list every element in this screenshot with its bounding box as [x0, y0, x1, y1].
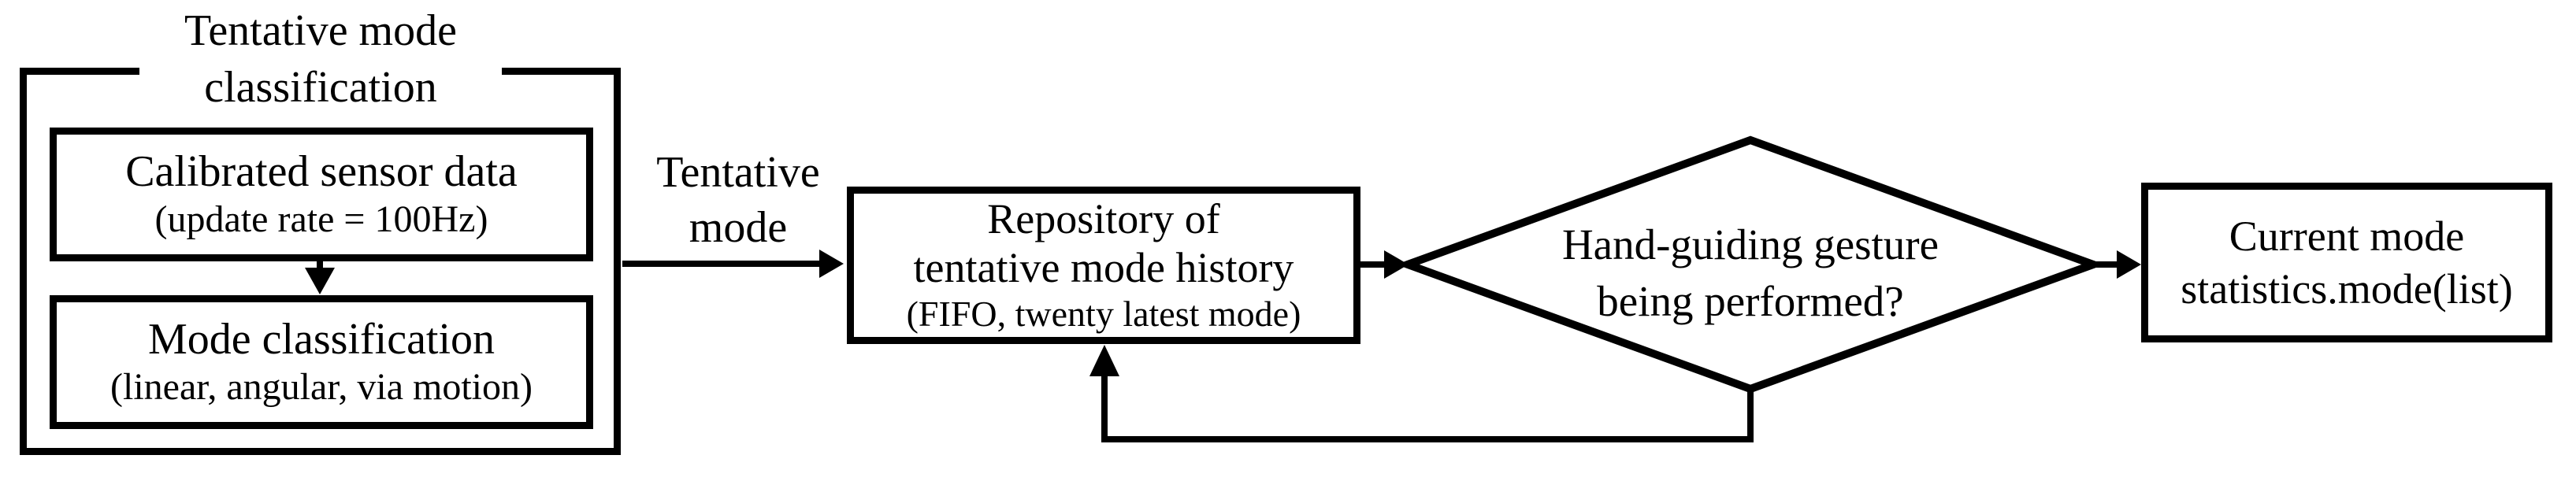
current-mode-box: Current mode statistics.mode(list): [2141, 183, 2552, 342]
repository-box-line1: Repository of: [987, 195, 1220, 242]
current-mode-box-line2: statistics.mode(list): [2181, 265, 2513, 313]
arrow-sensor-to-mode: [305, 260, 335, 294]
group-title-line1: Tentative mode: [184, 6, 457, 55]
mode-box-label: Mode classification: [147, 315, 496, 364]
group-title: Tentative mode classification: [139, 0, 502, 118]
sensor-box-label: Calibrated sensor data: [125, 147, 518, 196]
tentative-mode-arrow-label: Tentative mode: [638, 145, 838, 255]
arrow-group-to-repository: [622, 250, 844, 278]
decision-label-line1: Hand-guiding gesture: [1561, 220, 1939, 268]
arrow-decision-to-current: [2092, 250, 2141, 279]
feedback-loop-arrow: [1089, 345, 1754, 442]
decision-label-line2: being performed?: [1597, 277, 1904, 325]
sensor-box-sublabel: (update rate = 100Hz): [154, 198, 488, 240]
repository-box-line3: (FIFO, twenty latest mode): [906, 294, 1301, 334]
mode-classification-box: Mode classification (linear, angular, vi…: [50, 295, 593, 429]
decision-diamond-label: Hand-guiding gesture being performed?: [1514, 216, 1987, 330]
tentative-mode-arrow-label-line1: Tentative: [656, 148, 820, 197]
arrow-repository-to-decision: [1360, 250, 1409, 279]
group-title-line2: classification: [204, 63, 437, 112]
repository-box: Repository of tentative mode history (FI…: [847, 187, 1360, 344]
tentative-mode-arrow-label-line2: mode: [689, 203, 788, 252]
mode-box-sublabel: (linear, angular, via motion): [110, 366, 533, 408]
current-mode-box-line1: Current mode: [2229, 212, 2465, 260]
repository-box-line2: tentative mode history: [913, 244, 1294, 291]
calibrated-sensor-data-box: Calibrated sensor data (update rate = 10…: [50, 128, 593, 261]
